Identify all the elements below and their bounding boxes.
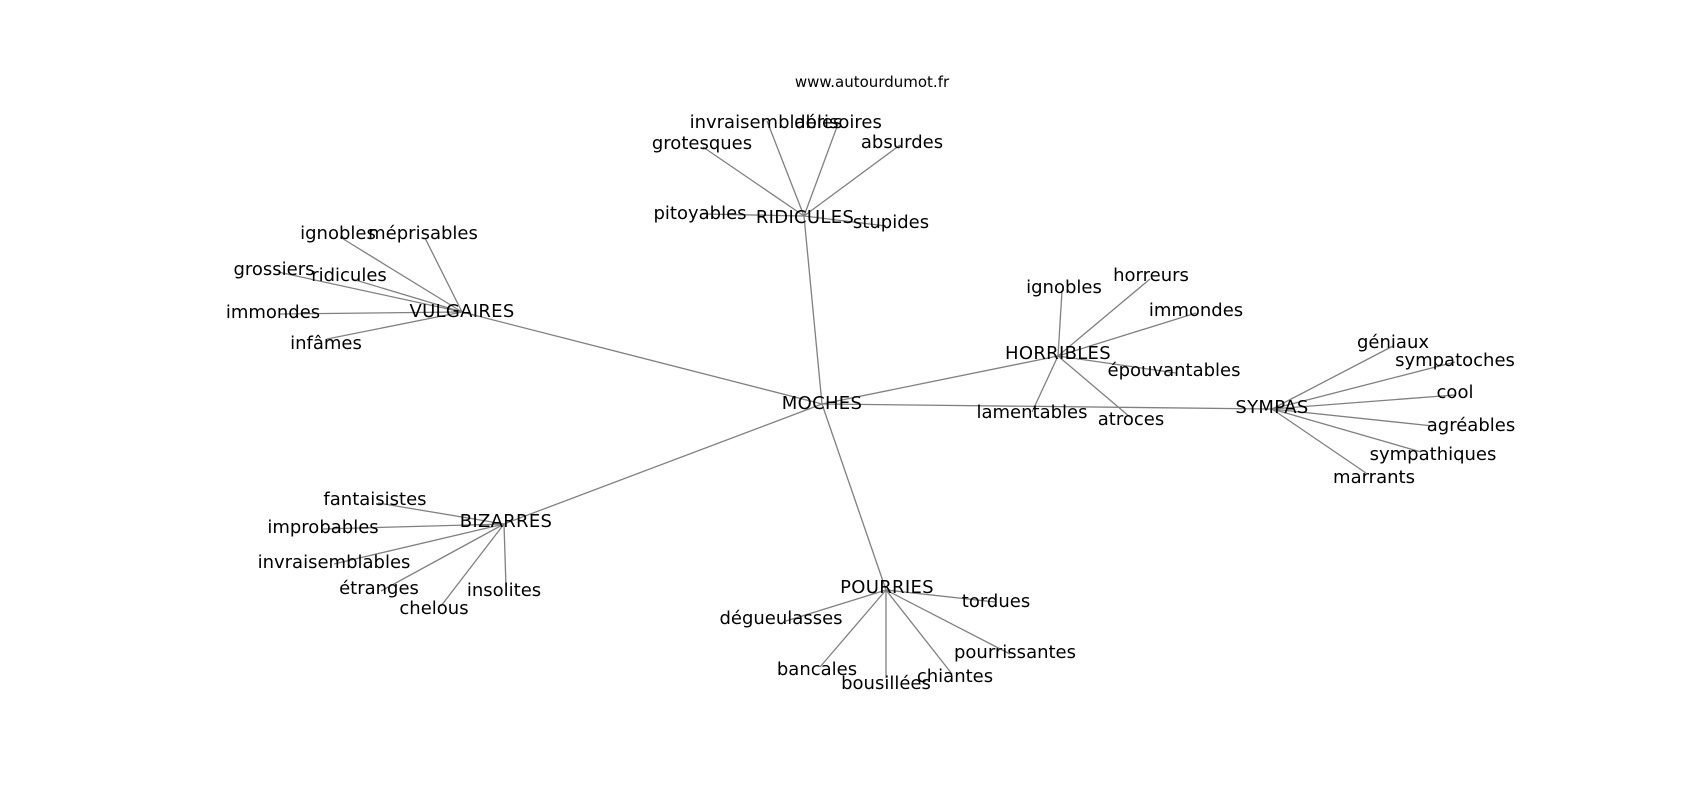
edge-center-sympas [821, 403, 1273, 410]
edge-horribles-leaf [1057, 312, 1197, 357]
leaf-node-horribles: horreurs [1113, 265, 1189, 286]
edge-vulgaires-leaf [424, 237, 463, 313]
edge-vulgaires-leaf [326, 311, 463, 340]
hub-node-sympas: SYMPAS [1235, 397, 1309, 418]
leaf-node-vulgaires: ridicules [311, 265, 387, 286]
hub-node-vulgaires: VULGAIRES [409, 301, 515, 322]
leaf-node-bizarres: improbables [267, 517, 379, 538]
edge-bizarres-leaf [322, 523, 505, 530]
edge-center-bizarres [503, 403, 823, 525]
leaf-node-sympas: géniaux [1357, 332, 1429, 353]
edge-center-vulgaires [461, 311, 823, 405]
edge-ridicules-leaf [803, 215, 887, 227]
leaf-node-pourries: chiantes [916, 666, 994, 687]
edge-horribles-leaf [1031, 355, 1059, 413]
leaf-node-vulgaires: immondes [225, 302, 321, 323]
edge-bizarres-leaf [440, 523, 505, 607]
edge-bizarres-leaf [333, 523, 505, 565]
edge-sympas-leaf [1271, 408, 1422, 453]
edge-horribles-leaf [1057, 290, 1063, 357]
leaf-node-sympas: sympathiques [1369, 444, 1497, 465]
leaf-node-ridicules: grotesques [651, 133, 753, 154]
leaf-node-vulgaires: grossiers [233, 259, 315, 280]
hub-node-pourries: POURRIES [840, 577, 934, 598]
leaf-node-sympas: marrants [1333, 467, 1415, 488]
edge-sympas-leaf [1271, 408, 1434, 427]
leaf-node-bizarres: insolites [466, 580, 542, 601]
edge-horribles-leaf [1057, 278, 1151, 357]
hub-node-horribles: HORRIBLES [1005, 343, 1111, 364]
edge-ridicules-leaf [803, 144, 901, 217]
leaf-node-ridicules: dérisoires [794, 112, 882, 133]
edge-ridicules-leaf [701, 213, 805, 217]
edge-center-pourries [821, 403, 887, 591]
edge-center-horribles [821, 355, 1059, 405]
edge-vulgaires-leaf [277, 271, 463, 313]
leaf-node-bizarres: étranges [339, 578, 419, 599]
leaf-node-horribles: ignobles [1026, 277, 1102, 298]
edge-pourries-leaf [785, 589, 887, 622]
site-credit: www.autourdumot.fr [794, 73, 950, 91]
leaf-node-pourries: bancales [776, 659, 858, 680]
leaf-node-ridicules: pitoyables [653, 203, 747, 224]
leaf-node-vulgaires: ignobles [300, 223, 376, 244]
leaf-node-pourries: tordues [961, 591, 1031, 612]
edge-bizarres-leaf [503, 523, 507, 588]
leaf-node-vulgaires: infâmes [290, 333, 362, 354]
leaf-node-vulgaires: méprisables [368, 223, 478, 244]
edge-sympas-leaf [1271, 361, 1456, 410]
leaf-node-horribles: lamentables [976, 402, 1088, 423]
leaf-node-horribles: immondes [1148, 300, 1244, 321]
leaf-node-sympas: cool [1436, 382, 1474, 403]
edge-sympas-leaf [1271, 394, 1456, 410]
center-node-label: MOCHES [781, 393, 863, 414]
edge-sympas-leaf [1271, 345, 1394, 410]
leaf-node-pourries: bousillées [841, 673, 931, 694]
leaf-node-ridicules: invraisemblables [689, 112, 843, 133]
leaf-node-pourries: dégueulasses [719, 608, 843, 629]
edge-pourries-leaf [885, 589, 1011, 655]
hub-node-ridicules: RIDICULES [755, 207, 855, 228]
edge-sympas-leaf [1271, 408, 1367, 474]
leaf-node-pourries: pourrissantes [953, 642, 1077, 663]
edge-horribles-leaf [1057, 355, 1177, 374]
leaf-node-horribles: épouvantables [1107, 360, 1241, 381]
edge-center-ridicules [803, 215, 823, 405]
leaf-node-sympas: agréables [1426, 415, 1516, 436]
edge-vulgaires-leaf [279, 311, 463, 315]
leaf-node-horribles: atroces [1097, 409, 1165, 430]
edge-bizarres-leaf [380, 523, 505, 592]
leaf-node-bizarres: invraisemblables [257, 552, 411, 573]
edge-pourries-leaf [885, 589, 953, 675]
leaf-node-sympas: sympatoches [1395, 350, 1515, 371]
hub-node-bizarres: BIZARRES [459, 511, 553, 532]
edge-pourries-leaf [819, 589, 887, 668]
leaf-node-ridicules: absurdes [860, 132, 944, 153]
edge-ridicules-leaf [702, 146, 805, 217]
edge-pourries-leaf [885, 589, 996, 603]
leaf-node-bizarres: fantaisistes [323, 489, 427, 510]
edge-vulgaires-leaf [351, 278, 463, 313]
edge-ridicules-leaf [766, 120, 805, 217]
edge-bizarres-leaf [377, 502, 505, 525]
leaf-node-bizarres: chelous [399, 598, 469, 619]
edge-ridicules-leaf [803, 123, 839, 217]
leaf-node-ridicules: stupides [852, 212, 930, 233]
edge-vulgaires-leaf [339, 236, 463, 313]
